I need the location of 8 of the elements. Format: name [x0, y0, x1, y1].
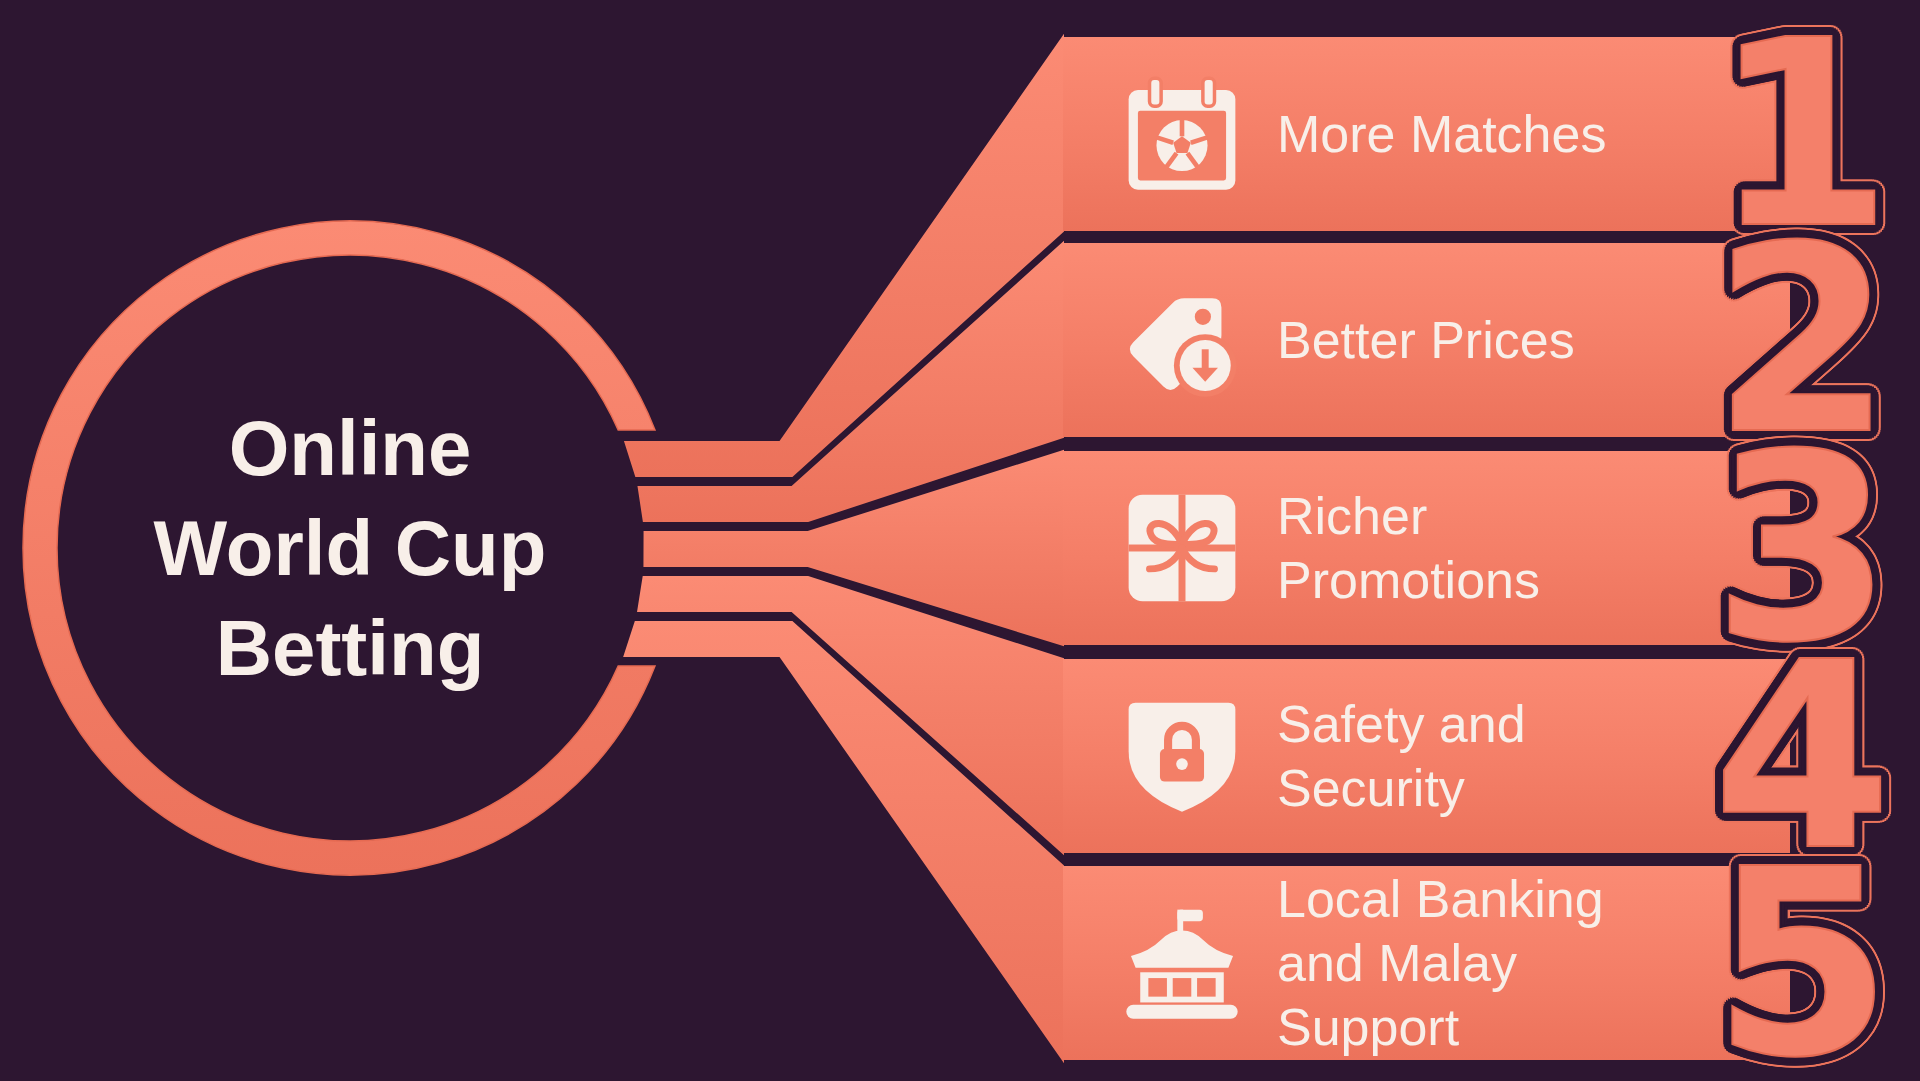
connector-ribbon: [637, 576, 1064, 856]
connector-ribbon: [643, 449, 1064, 647]
banner-label: Richer Promotions: [1277, 486, 1541, 611]
banner-label: Safety and Security: [1277, 694, 1527, 819]
banner-label: Local Banking and Malay Support: [1277, 869, 1605, 1058]
banner-label: Better Prices: [1277, 310, 1576, 371]
banner-label: More Matches: [1277, 104, 1608, 165]
hub-label: Online World Cup Betting: [152, 403, 548, 694]
